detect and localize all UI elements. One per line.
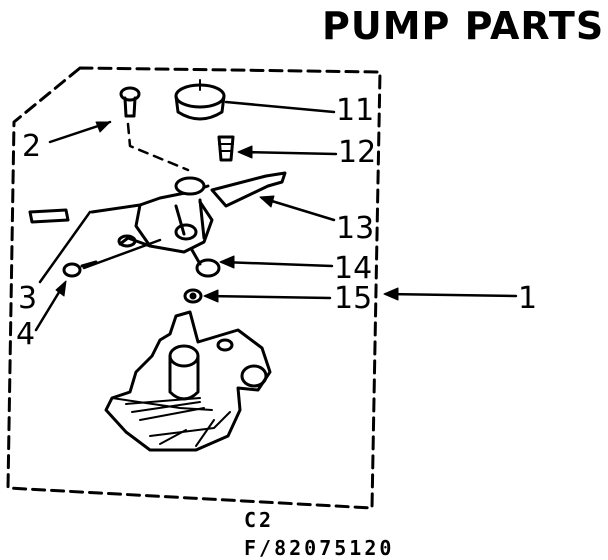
part-washer-icon xyxy=(62,260,98,278)
callout-14: 14 xyxy=(334,251,373,286)
part-cap-icon xyxy=(174,79,226,121)
callout-2: 2 xyxy=(22,129,42,164)
part-clip-icon xyxy=(28,208,70,224)
part-number: F/82075120 xyxy=(244,536,395,560)
page-title: PUMP PARTS xyxy=(322,4,605,48)
callout-15: 15 xyxy=(334,281,373,316)
callout-12: 12 xyxy=(338,135,377,170)
leader-arrow-14 xyxy=(220,260,334,268)
callout-1: 1 xyxy=(518,281,538,316)
part-screw-icon xyxy=(119,86,141,118)
assembly-boundary xyxy=(6,66,382,510)
part-pump-mechanism-icon xyxy=(90,176,221,278)
part-fitting-icon xyxy=(217,135,235,162)
part-nut-icon xyxy=(183,288,203,304)
callout-4: 4 xyxy=(16,317,36,352)
leader-arrow-1 xyxy=(384,292,518,298)
leader-arrow-12 xyxy=(238,150,338,156)
leader-line-3b xyxy=(82,238,162,270)
callout-3: 3 xyxy=(18,281,38,316)
part-bracket-arm-icon xyxy=(210,171,287,208)
leader-line-3 xyxy=(38,210,92,284)
part-pump-housing-icon xyxy=(104,310,272,452)
leader-line-11 xyxy=(224,100,336,114)
leader-arrow-13 xyxy=(260,196,336,222)
callout-13: 13 xyxy=(336,211,375,246)
group-code: C2 xyxy=(244,508,275,532)
leader-arrow-15 xyxy=(204,294,332,300)
callout-11: 11 xyxy=(336,93,375,128)
